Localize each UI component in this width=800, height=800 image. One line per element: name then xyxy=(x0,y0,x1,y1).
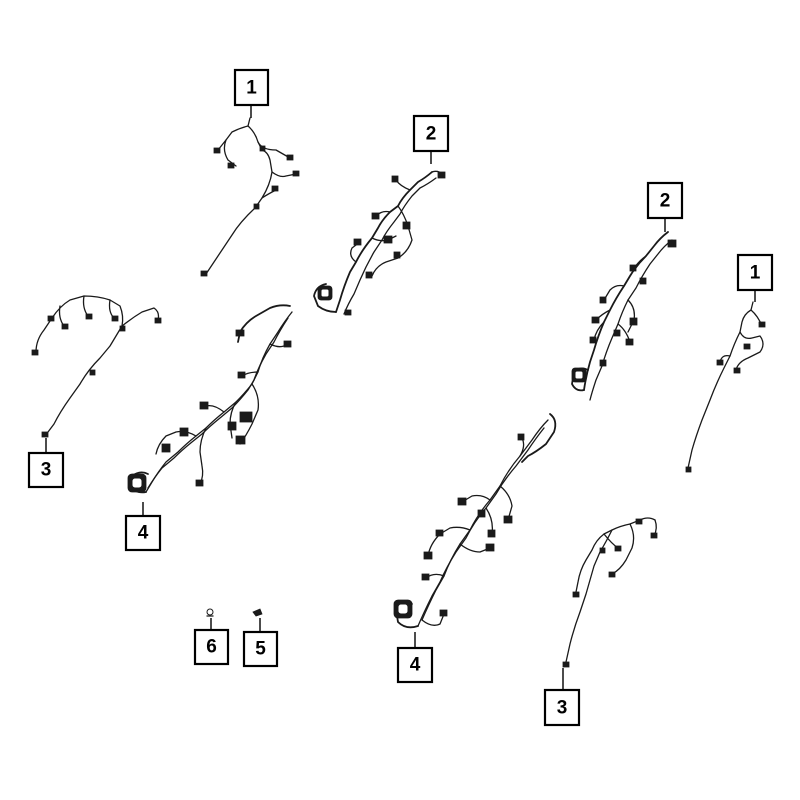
harness-part-3-bottom xyxy=(562,517,658,668)
callout-label: 4 xyxy=(138,523,149,544)
leader-lines xyxy=(45,106,756,690)
harness-part-1-right xyxy=(685,301,766,473)
harness-part-2-upper xyxy=(313,170,446,316)
callout-label: 2 xyxy=(660,191,671,212)
callout-1-right: 1 xyxy=(736,253,774,292)
callout-2-right: 2 xyxy=(646,181,684,220)
callout-4-left: 4 xyxy=(124,514,162,552)
callout-label: 6 xyxy=(206,637,217,658)
harness-part-4-bottom xyxy=(393,413,557,629)
harness-part-4-left xyxy=(127,304,293,494)
clip-part-6 xyxy=(206,608,214,617)
harness-part-3-left xyxy=(31,295,162,438)
harness-part-1-left xyxy=(200,117,300,277)
callout-label: 4 xyxy=(410,655,421,676)
harness-part-2-right xyxy=(571,231,677,401)
callout-label: 1 xyxy=(750,263,761,284)
callout-2-upper-center: 2 xyxy=(412,114,450,153)
callout-3-left: 3 xyxy=(27,451,65,489)
callout-label: 5 xyxy=(255,639,266,660)
callout-label: 3 xyxy=(557,698,568,719)
callout-1-left: 1 xyxy=(233,68,270,107)
clip-part-5 xyxy=(252,608,263,617)
callout-label: 1 xyxy=(246,78,257,99)
callout-5: 5 xyxy=(242,630,279,668)
callout-label: 2 xyxy=(426,124,437,145)
callout-3-bottom: 3 xyxy=(543,688,581,727)
callout-label: 3 xyxy=(41,460,52,481)
callout-6: 6 xyxy=(193,628,230,666)
callout-4-bottom: 4 xyxy=(396,646,434,684)
